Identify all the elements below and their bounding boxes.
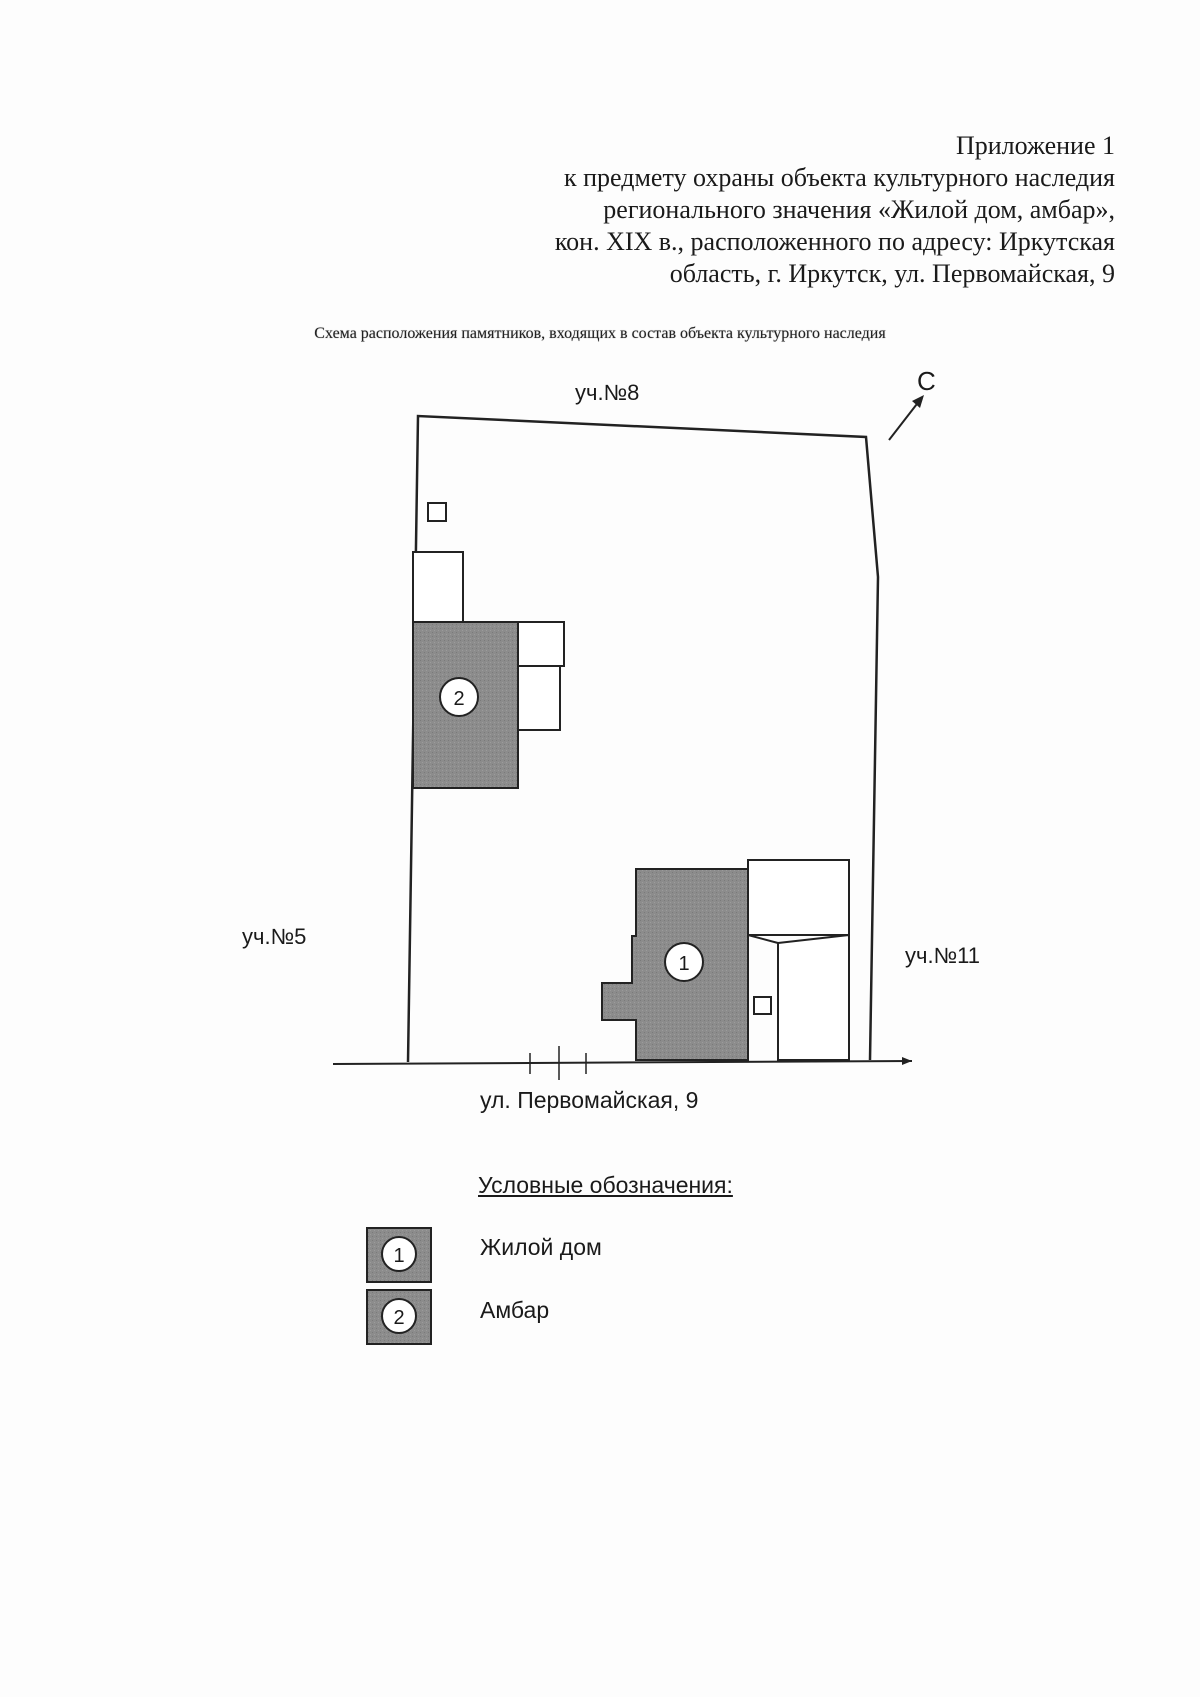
legend-marker-house [381, 1236, 417, 1272]
street-line [332, 1060, 913, 1065]
legend-marker-number: 2 [393, 1307, 404, 1329]
annex-divider [747, 934, 779, 944]
neighbor-right-label: уч.№11 [905, 943, 980, 968]
header-line-3: регионального значения «Жилой дом, амбар… [603, 195, 1115, 224]
small-square-outbuilding [753, 996, 772, 1015]
header-line-5: область, г. Иркутск, ул. Первомайская, 9 [669, 259, 1115, 288]
outbuilding-top [412, 551, 464, 623]
house-marker-number: 1 [678, 953, 689, 975]
street-arrow-icon [902, 1057, 912, 1065]
legend-label-house: Жилой дом [480, 1234, 602, 1260]
house-marker [664, 942, 704, 982]
small-square-outbuilding [427, 502, 447, 522]
annex-upper [747, 859, 850, 936]
scheme-caption: Схема расположения памятников, входящих … [314, 325, 886, 342]
legend-marker-number: 1 [393, 1245, 404, 1267]
header-line-1: Приложение 1 [955, 131, 1115, 160]
header-line-4: кон. XIX в., расположенного по адресу: И… [554, 227, 1115, 256]
barn-building [412, 621, 519, 789]
legend-label-barn: Амбар [480, 1297, 550, 1323]
barn-marker-number: 2 [453, 688, 464, 710]
appendix-header: Приложение 1 к предмету охраны объекта к… [415, 130, 1115, 290]
barn-marker [439, 677, 479, 717]
neighbor-left-label: уч.№5 [242, 924, 306, 949]
header-line-2: к предмету охраны объекта культурного на… [563, 163, 1115, 192]
legend-title: Условные обозначения: [478, 1172, 733, 1198]
north-arrowhead-icon [912, 395, 924, 408]
outbuilding-right-lower [516, 665, 561, 731]
street-label: ул. Первомайская, 9 [480, 1087, 698, 1113]
annex-lower [777, 933, 850, 1061]
north-label: С [917, 366, 936, 396]
neighbor-top-label: уч.№8 [575, 380, 639, 405]
north-arrow-icon [888, 399, 921, 441]
legend-marker-barn [381, 1298, 417, 1334]
outbuilding-right-upper [517, 621, 565, 667]
